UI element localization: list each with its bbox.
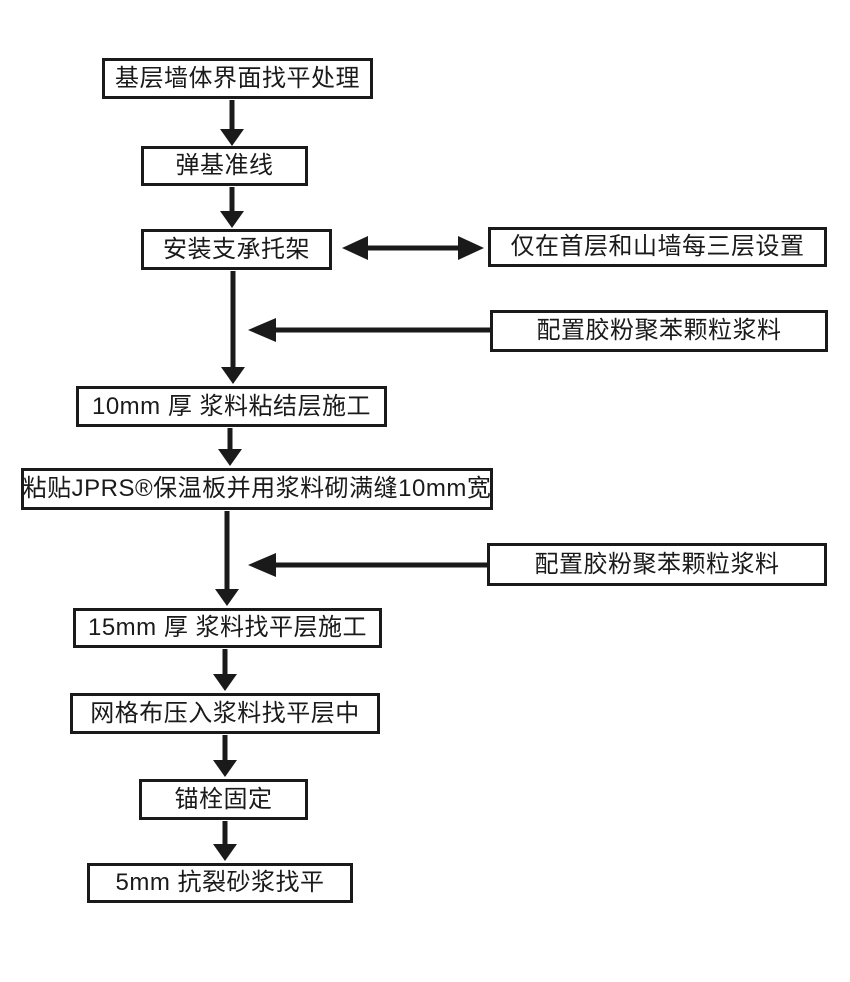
flow-step-mesh-cloth-press: 网格布压入浆料找平层中 [70, 693, 380, 734]
arrow-slurry-note1-feed [248, 318, 490, 342]
arrow-step7-step8 [213, 735, 237, 777]
flow-step-datum-line: 弹基准线 [141, 146, 308, 186]
flow-step-leveling-layer: 15mm 厚 浆料找平层施工 [73, 608, 382, 648]
flow-step-bonding-layer: 10mm 厚 浆料粘结层施工 [76, 386, 387, 427]
arrow-step5-step6 [215, 511, 239, 606]
flow-step-install-support-bracket: 安装支承托架 [141, 229, 332, 270]
arrow-step3-step4 [221, 271, 245, 384]
flow-step-paste-insulation-board: 粘贴JPRS®保温板并用浆料砌满缝10mm宽 [21, 468, 493, 510]
arrow-step6-step7 [213, 649, 237, 691]
flow-note-prepare-slurry-1: 配置胶粉聚苯颗粒浆料 [490, 310, 828, 352]
arrow-step8-step9 [213, 821, 237, 861]
arrow-step4-step5 [218, 428, 242, 466]
flow-note-prepare-slurry-2: 配置胶粉聚苯颗粒浆料 [487, 543, 827, 586]
flow-step-anchor-fixing: 锚栓固定 [139, 779, 308, 820]
flow-step-base-wall-leveling: 基层墙体界面找平处理 [102, 58, 373, 99]
arrow-slurry-note2-feed [248, 553, 487, 577]
arrow-step1-step2 [220, 100, 244, 146]
arrow-step2-step3 [220, 187, 244, 228]
flow-note-bracket-placement: 仅在首层和山墙每三层设置 [488, 227, 827, 267]
arrow-double-bracket-note [342, 236, 484, 260]
flow-step-crack-resistant-mortar: 5mm 抗裂砂浆找平 [87, 863, 353, 903]
